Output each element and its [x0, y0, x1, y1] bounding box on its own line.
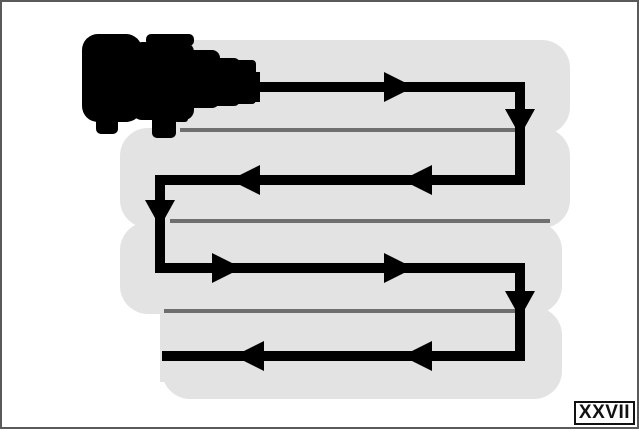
lawn-mower-head-icon	[82, 34, 260, 138]
direction-arrowhead-icon	[505, 109, 535, 136]
direction-arrowhead-icon	[402, 341, 432, 371]
direction-arrows	[145, 72, 535, 371]
strip-separators	[164, 128, 550, 313]
direction-arrowhead-icon	[230, 165, 260, 195]
direction-arrowhead-icon	[212, 253, 242, 283]
direction-arrowhead-icon	[384, 253, 414, 283]
direction-arrowhead-icon	[145, 200, 175, 227]
direction-arrowhead-icon	[234, 341, 264, 371]
direction-arrowhead-icon	[402, 165, 432, 195]
direction-arrowhead-icon	[384, 72, 414, 102]
direction-arrowhead-icon	[505, 291, 535, 318]
plate-label: XXVII	[573, 401, 635, 425]
